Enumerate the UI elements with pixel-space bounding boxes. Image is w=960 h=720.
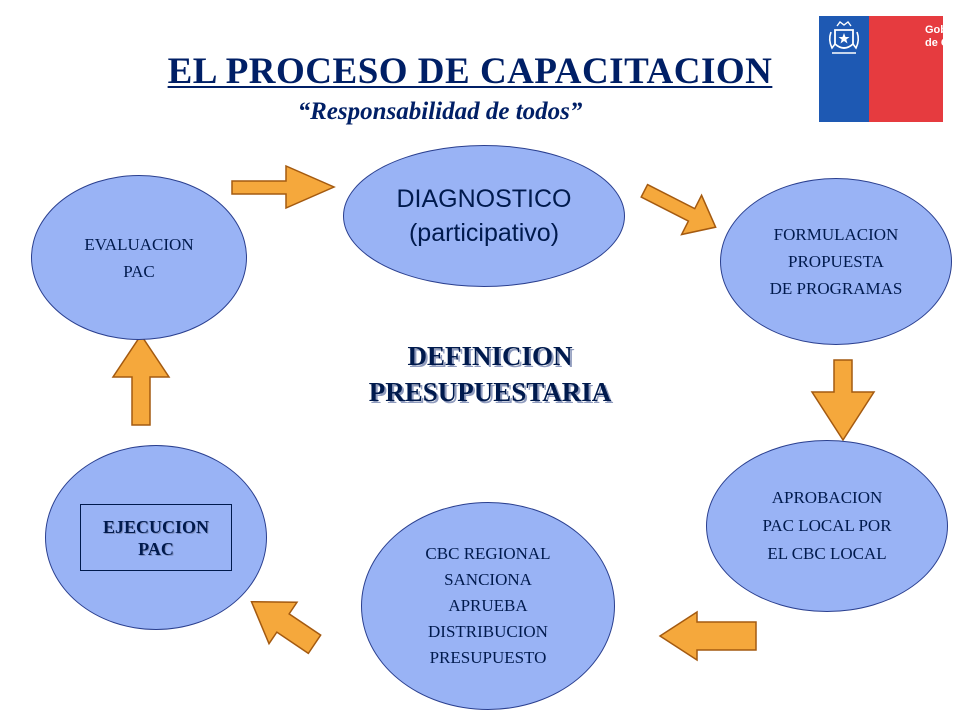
arrow-eval-to-diag [231,164,336,210]
node-cbc-line4: DISTRIBUCION [428,622,548,641]
center-label: DEFINICION PRESUPUESTARIA [300,338,680,410]
center-line1: DEFINICION [407,341,573,371]
node-cbc-regional: CBC REGIONAL SANCIONA APRUEBA DISTRIBUCI… [361,502,615,710]
node-ejecucion-line2: PAC [138,538,174,559]
node-aprobacion-line3: EL CBC LOCAL [767,544,887,563]
page-title: EL PROCESO DE CAPACITACION [167,51,773,92]
arrow-form-to-aprob [810,359,876,442]
node-formulacion-line3: DE PROGRAMAS [769,279,903,298]
node-diagnostico-line2: (participativo) [408,219,560,247]
node-diagnostico: DIAGNOSTICO (participativo) [343,145,625,287]
node-ejecucion: EJECUCION PAC [45,445,267,630]
logo-blue-band [819,16,869,122]
node-diagnostico-line1: DIAGNOSTICO [396,185,572,213]
coat-of-arms-icon [828,21,860,54]
node-aprobacion-line1: APROBACION [771,488,883,507]
node-cbc-line1: CBC REGIONAL [425,544,551,563]
gobierno-de-chile-logo: Gobierno de Chile [819,16,960,122]
node-cbc-line3: APRUEBA [448,596,528,615]
ejecucion-box: EJECUCION PAC [80,504,232,571]
arrow-diag-to-form [640,183,717,236]
logo-text: Gobierno de Chile [925,24,960,50]
logo-line2: de Chile [925,37,960,49]
arrow-cbc-to-ejec [250,600,322,655]
node-formulacion-line2: PROPUESTA [788,252,884,271]
node-cbc-line5: PRESUPUESTO [429,648,547,667]
node-evaluacion-line2: PAC [123,261,155,281]
node-formulacion-line1: FORMULACION [773,225,899,244]
arrow-aprob-to-cbc [658,610,757,662]
page-subtitle: “Responsabilidad de todos” [297,98,583,125]
node-formulacion: FORMULACION PROPUESTA DE PROGRAMAS [720,178,952,345]
logo-red-band: Gobierno de Chile [869,16,960,122]
node-aprobacion: APROBACION PAC LOCAL POR EL CBC LOCAL [706,440,948,612]
node-cbc-line2: SANCIONA [444,570,532,589]
arrow-ejec-to-eval [111,333,171,426]
node-evaluacion: EVALUACION PAC [31,175,247,340]
node-evaluacion-line1: EVALUACION [84,234,194,254]
center-line2: PRESUPUESTARIA [368,377,612,407]
node-ejecucion-line1: EJECUCION [102,516,209,537]
node-aprobacion-line2: PAC LOCAL POR [762,516,892,535]
logo-line1: Gobierno [925,24,960,36]
